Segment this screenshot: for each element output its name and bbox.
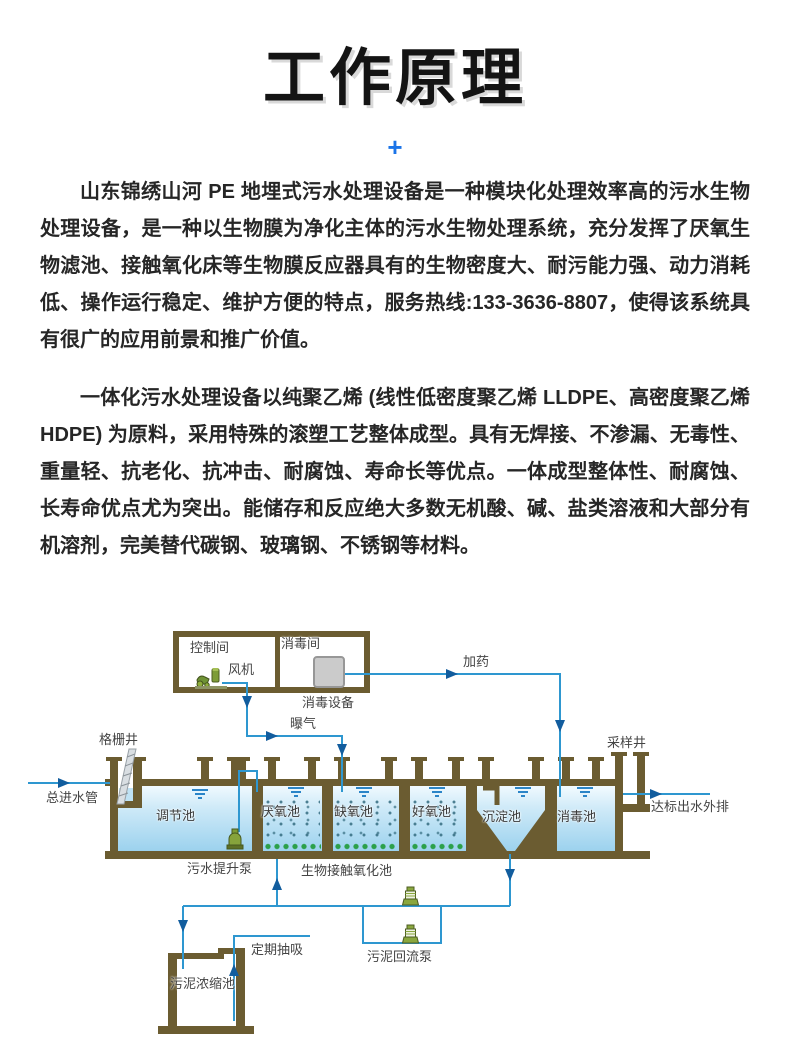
label-sampling-well: 采样井	[607, 735, 647, 750]
page-title: 工作原理	[262, 44, 527, 113]
label-aerobic-tank: 好氧池	[412, 804, 452, 819]
grid-well-floor	[118, 801, 142, 808]
sampling-well-right-wall	[637, 756, 645, 806]
bio-media-dots	[265, 799, 320, 843]
label-bio-contact-tank: 生物接触氧化池	[301, 863, 393, 878]
label-periodic-suction: 定期抽吸	[251, 942, 304, 957]
water-surface-icons	[192, 787, 593, 799]
label-disinfection-equipment: 消毒设备	[302, 695, 355, 710]
suction-pipe	[233, 935, 310, 1021]
plus-divider-icon: +	[387, 132, 403, 162]
anaerobic-tank-water	[263, 784, 322, 851]
sampling-well-floor	[623, 804, 650, 812]
thickening-tank-top-left	[168, 953, 218, 959]
arrow-sludge-down	[505, 869, 515, 881]
label-sedimentation-tank: 沉淀池	[482, 809, 522, 824]
tank-top-rim	[105, 779, 623, 786]
arrow-suction-up	[229, 964, 239, 976]
anoxic-tank-water	[333, 784, 399, 851]
label-aeration: 曝气	[290, 716, 317, 731]
building-divider	[275, 637, 280, 687]
arrow-dosing	[446, 669, 458, 679]
sewage-lift-pump-icon	[226, 828, 244, 850]
bio-media-dots	[412, 799, 464, 843]
label-outlet: 达标出水外排	[651, 799, 730, 814]
disinfection-equipment-box	[313, 656, 345, 688]
tank-floor	[105, 851, 650, 859]
bio-media-green-row	[334, 843, 398, 850]
lift-pump-pipe	[238, 770, 258, 832]
outer-left-wall	[110, 761, 118, 851]
hatch	[448, 757, 494, 786]
label-sludge-return-pump: 污泥回流泵	[367, 949, 433, 964]
sludge-return-pump-icon	[401, 886, 420, 906]
funnel-left	[477, 810, 507, 851]
aerobic-tank-water	[410, 784, 466, 851]
sampling-well-cap	[633, 752, 649, 756]
arrow-dosing-down	[555, 720, 565, 732]
right-wall-cap	[611, 752, 627, 756]
left-wall-cap	[106, 757, 122, 761]
label-dosing: 加药	[463, 654, 490, 669]
bio-media-green-row	[411, 843, 465, 850]
label-main-inlet: 总进水管	[46, 790, 99, 805]
grid-well-right-wall	[133, 761, 142, 808]
bar-screen-hatch	[118, 753, 136, 797]
hatch	[381, 757, 427, 786]
bio-media-dots	[335, 799, 397, 843]
dosing-pipe	[345, 673, 561, 797]
paragraph-material: 一体化污水处理设备以纯聚乙烯 (线性低密度聚乙烯 LLDPE、高密度聚乙烯 HD…	[40, 387, 750, 557]
pipe-lines	[28, 673, 710, 1021]
label-anaerobic-tank: 厌氧池	[261, 804, 301, 819]
arrow-aeration-down2	[337, 744, 347, 756]
label-control-room: 控制间	[190, 640, 230, 655]
blower-icon	[195, 668, 227, 689]
label-grid-well: 格栅井	[99, 732, 139, 747]
wall-anaerobic-anoxic	[322, 779, 333, 851]
arrow-inlet	[58, 778, 70, 788]
flow-arrows	[58, 669, 662, 976]
arrow-outlet	[650, 789, 662, 799]
arrow-aeration-down1	[242, 696, 252, 708]
thickening-tank-right-wall	[236, 948, 245, 1029]
body-content: 山东锦绣山河 PE 地埋式污水处理设备是一种模块化处理效率高的污水生物处理设备，…	[0, 174, 790, 565]
process-flow-diagram: 控制间 风机 消毒间 消毒设备 加药 曝气 格栅井 采样井 总进水管 达标出水外…	[0, 616, 790, 1057]
label-disinfection-room: 消毒间	[281, 636, 321, 651]
thickening-tank-left-wall	[168, 953, 177, 1029]
arrow-aeration-right	[266, 731, 278, 741]
label-anoxic-tank: 缺氧池	[334, 804, 374, 819]
label-fan: 风机	[228, 662, 255, 677]
bio-media-green-row	[264, 843, 321, 850]
grid-well-wall-cap	[129, 757, 146, 761]
sludge-return-pump-icon	[401, 924, 420, 944]
outer-right-wall	[615, 756, 623, 851]
pipes-overlay	[28, 668, 710, 1021]
arrow-sludge-return-up	[272, 878, 282, 890]
thickening-tank-top-right	[218, 948, 245, 954]
bar-screen-icon	[116, 748, 137, 805]
sedimentation-inlet-baffle	[483, 785, 500, 805]
wall-anoxic-aerobic	[399, 779, 410, 851]
hatch	[558, 757, 604, 786]
wall-sedimentation-disinfection	[545, 779, 557, 851]
paragraph-working-principle: 山东锦绣山河 PE 地埋式污水处理设备是一种模块化处理效率高的污水生物处理设备，…	[40, 181, 750, 351]
label-disinfection-tank: 消毒池	[557, 809, 597, 824]
wall-regulating-anaerobic	[252, 779, 263, 851]
wall-aerobic-sedimentation	[466, 779, 477, 851]
pump-loop-pipe	[362, 906, 442, 944]
label-sludge-thickening-tank: 污泥浓缩池	[170, 976, 236, 991]
funnel-right	[515, 810, 545, 851]
label-sewage-lift-pump: 污水提升泵	[187, 861, 253, 876]
label-regulating-tank: 调节池	[156, 808, 196, 823]
arrow-to-thickener	[178, 920, 188, 932]
